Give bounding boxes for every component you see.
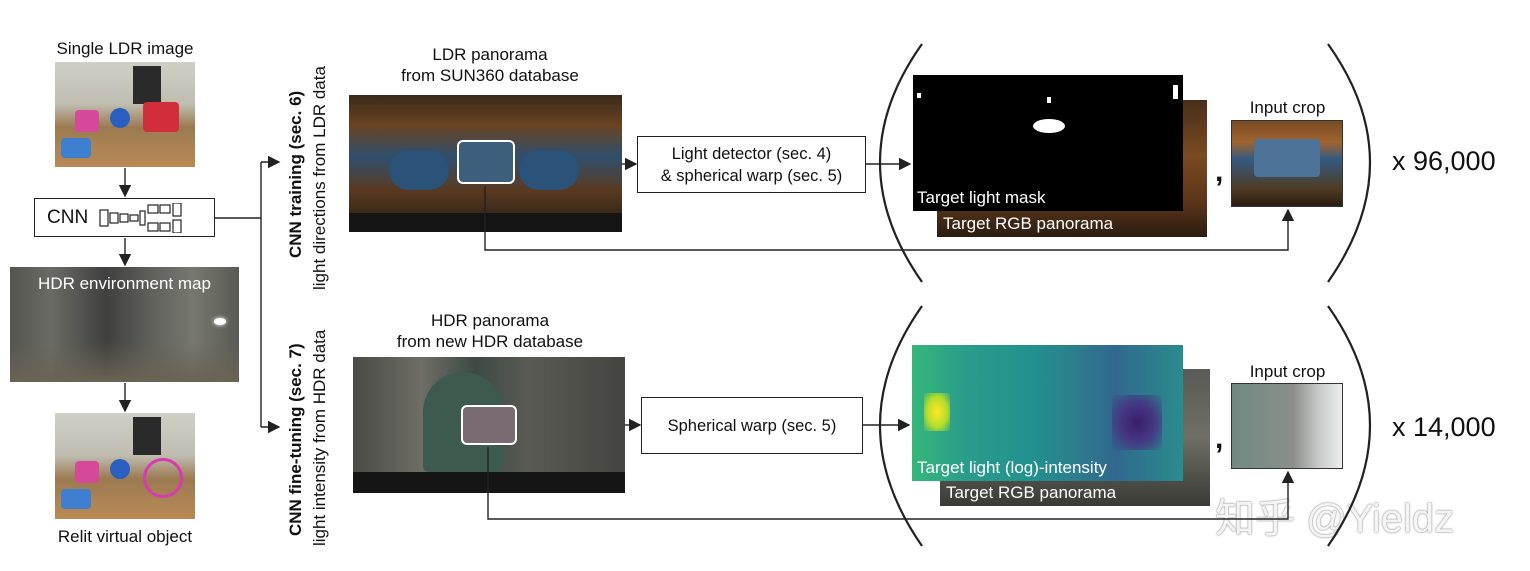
spherical-warp-box: Spherical warp (sec. 5)	[641, 397, 863, 454]
watermark: 知乎 @Yieldz	[1215, 497, 1455, 541]
input-crop-label-bottom: Input crop	[1249, 362, 1326, 381]
tuple-comma-bottom: ,	[1215, 422, 1224, 455]
light-detector-line1: Light detector (sec. 4)	[671, 144, 832, 163]
light-detector-box: Light detector (sec. 4) & spherical warp…	[637, 136, 866, 193]
env-map-label: HDR environment map	[38, 274, 211, 293]
hdr-panorama-label-line1: HDR panorama	[430, 311, 550, 330]
ldr-panorama-image	[349, 95, 622, 232]
network-architecture-icon	[99, 202, 182, 233]
light-detector-line2: & spherical warp (sec. 5)	[660, 166, 843, 185]
input-image-label: Single LDR image	[56, 39, 194, 58]
target-rgb-caption-top: Target RGB panorama	[943, 214, 1114, 233]
training-side-title: CNN training (sec. 6)	[285, 91, 306, 258]
relit-output-image	[55, 413, 195, 519]
multiplier-bottom: x 14,000	[1392, 412, 1496, 442]
hdr-panorama-label-line2: from new HDR database	[396, 332, 584, 351]
training-title: CNN training (sec. 6)	[286, 90, 305, 258]
finetune-title: CNN fine-tuning (sec. 7)	[286, 343, 305, 536]
tuple-comma-top: ,	[1215, 155, 1224, 188]
multiplier-top: x 96,000	[1392, 146, 1496, 176]
input-crop-label-top: Input crop	[1249, 98, 1326, 117]
target-intensity-caption: Target light (log)-intensity	[917, 458, 1107, 477]
ldr-panorama-label: LDR panorama from SUN360 database	[360, 44, 620, 86]
training-side-subtitle: light directions from LDR data	[310, 66, 329, 290]
cnn-box: CNN	[34, 198, 215, 237]
hdr-environment-map: HDR environment map	[10, 267, 239, 382]
input-crop-top	[1231, 120, 1343, 207]
output-label: Relit virtual object	[57, 527, 193, 546]
target-mask-caption: Target light mask	[917, 188, 1046, 207]
ldr-panorama-label-line1: LDR panorama	[432, 45, 548, 64]
cnn-label: CNN	[47, 206, 89, 228]
hdr-panorama-image	[353, 357, 625, 493]
input-ldr-image	[55, 62, 195, 167]
input-crop-bottom	[1231, 383, 1343, 469]
finetune-side-title: CNN fine-tuning (sec. 7)	[285, 343, 306, 536]
hdr-panorama-label: HDR panorama from new HDR database	[360, 310, 620, 352]
target-rgb-caption-bottom: Target RGB panorama	[946, 483, 1117, 502]
finetune-side-subtitle: light intensity from HDR data	[310, 329, 329, 546]
target-light-mask: Target light mask	[913, 75, 1183, 211]
spherical-warp-line1: Spherical warp (sec. 5)	[667, 416, 837, 435]
target-light-intensity: Target light (log)-intensity	[912, 345, 1183, 481]
ldr-panorama-label-line2: from SUN360 database	[401, 66, 579, 85]
